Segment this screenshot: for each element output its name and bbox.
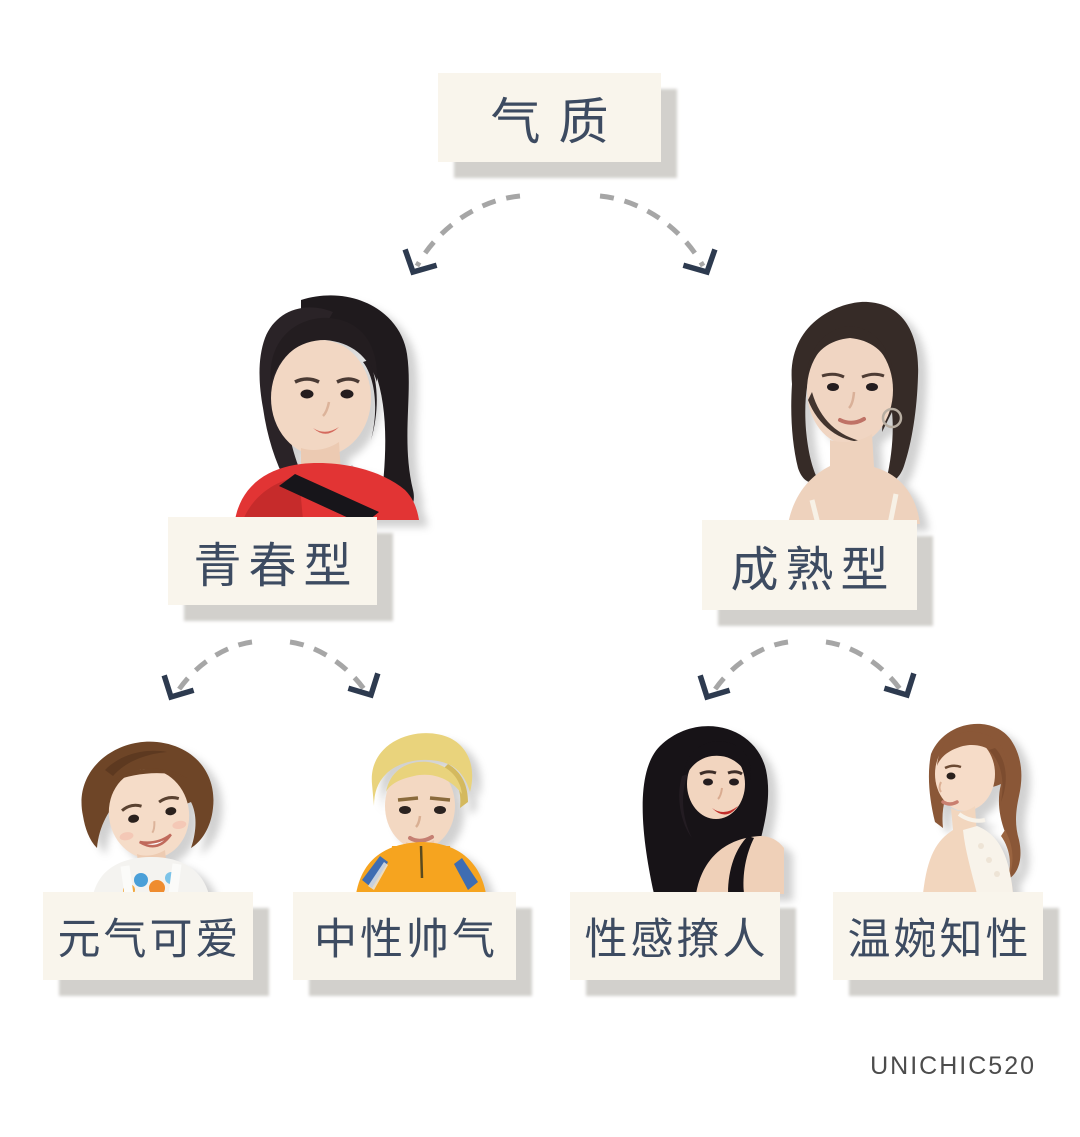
girl-short-brown-hair-smile-floral-tank-portrait: [45, 730, 255, 895]
girl-high-ponytail-red-top-portrait: [183, 290, 448, 520]
sexy-label: 性感撩人: [584, 916, 769, 964]
woman-low-ponytail-white-lace-top-portrait: [893, 710, 1045, 894]
root-to-youth-arrow: [402, 193, 521, 276]
sexy-label-box: 性感撩人: [570, 892, 780, 980]
mature-to-gentle-arrow: [825, 639, 917, 699]
youth-label: 青春型: [193, 540, 359, 593]
youth-to-cute-arrow: [161, 639, 253, 701]
gentle-label: 温婉知性: [847, 916, 1032, 964]
cute-label: 元气可爱: [57, 916, 242, 964]
youth-to-handsome-arrow: [289, 639, 381, 699]
woman-long-black-wavy-hair-red-lips-portrait: [608, 718, 788, 894]
mature-label-box: 成熟型: [702, 520, 917, 610]
woman-dark-bob-white-cami-portrait: [716, 284, 980, 524]
root-label-box: 气质: [438, 73, 661, 162]
mature-label: 成熟型: [730, 544, 896, 597]
mature-to-sexy-arrow: [697, 639, 789, 701]
root-to-mature-arrow: [599, 193, 718, 276]
youth-label-box: 青春型: [168, 517, 377, 605]
cute-label-box: 元气可爱: [43, 892, 253, 980]
handsome-label-box: 中性帅气: [293, 892, 516, 980]
blonde-short-hair-orange-track-jacket-portrait: [328, 722, 500, 894]
handsome-label: 中性帅气: [314, 916, 498, 964]
gentle-label-box: 温婉知性: [833, 892, 1043, 980]
watermark: UNICHIC520: [870, 1052, 1036, 1080]
root-label: 气质: [490, 93, 627, 150]
